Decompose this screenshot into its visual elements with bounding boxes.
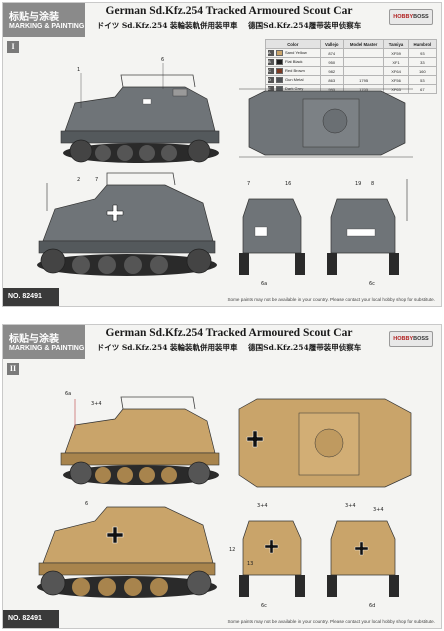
brand-logo: HOBBYBOSS <box>389 9 433 25</box>
paint-disclaimer: Some paints may not be available in your… <box>227 619 435 624</box>
rear-view <box>327 179 408 275</box>
callout-label: 8 <box>371 181 374 187</box>
title-block: German Sd.Kfz.254 Tracked Armoured Scout… <box>89 327 369 353</box>
callout-label: 6c <box>369 281 375 287</box>
vehicle-drawings-sand: 3+4 6a 6 3+4 3+4 13 12 3+4 6c 6d <box>37 391 412 609</box>
header-label-block: 标贴与涂装 MARKING & PAINTING <box>3 325 85 359</box>
callout-label: 1 <box>77 67 80 73</box>
callout-label: 2 <box>77 177 80 183</box>
callout-label: 13 <box>247 561 253 567</box>
color-swatch <box>276 59 283 65</box>
top-view <box>239 88 413 158</box>
callout-label: 19 <box>355 181 361 187</box>
scheme-number: II <box>7 363 19 375</box>
header-zh-label: 标贴与涂装 <box>9 12 59 23</box>
color-swatch <box>276 50 283 56</box>
front-view <box>239 520 305 597</box>
callout-label: 6 <box>85 501 88 507</box>
subtitle-zh: 德国Sd.Kfz.254履带装甲侦察车 <box>248 21 362 30</box>
painting-sheet-1: 标贴与涂装 MARKING & PAINTING German Sd.Kfz.2… <box>2 2 442 307</box>
header-label-block: 标贴与涂装 MARKING & PAINTING <box>3 3 85 37</box>
side-view-right <box>37 506 217 598</box>
callout-label: 7 <box>247 181 250 187</box>
vehicle-drawings-grey: 1 6 7 2 7 16 19 8 6a 6c <box>37 57 413 287</box>
callout-label: 6a <box>261 281 267 287</box>
color-name: Red Brown <box>285 68 305 74</box>
color-index-badge: D <box>268 77 274 83</box>
front-view <box>239 198 305 275</box>
subtitle-jp: ドイツ Sd.Kfz.254 装輪装軌併用装甲車 <box>96 343 238 352</box>
page-title: German Sd.Kfz.254 Tracked Armoured Scout… <box>105 5 353 17</box>
color-name: Dark Grey <box>285 86 304 92</box>
callout-label: 6d <box>369 603 375 609</box>
title-block: German Sd.Kfz.254 Tracked Armoured Scout… <box>89 5 369 31</box>
callout-label: 3+4 <box>91 401 102 407</box>
color-index-badge: C <box>268 68 274 74</box>
part-number: NO. 82491 <box>3 610 59 628</box>
paint-disclaimer: Some paints may not be available in your… <box>227 297 435 302</box>
side-view-right <box>37 172 217 276</box>
scheme-number: I <box>7 41 19 53</box>
color-name: Gun Metal <box>285 77 304 83</box>
brand-logo: HOBBYBOSS <box>389 331 433 347</box>
subtitle-line: ドイツ Sd.Kfz.254 装輪装軌併用装甲車 德国Sd.Kfz.254履带装… <box>89 342 369 353</box>
callout-label: 6a <box>65 391 71 397</box>
callout-label: 6c <box>261 603 267 609</box>
side-view-left <box>60 63 220 163</box>
callout-label: 3+4 <box>257 503 268 509</box>
rear-view <box>327 520 399 597</box>
subtitle-jp: ドイツ Sd.Kfz.254 装輪装軌併用装甲車 <box>96 21 238 30</box>
color-name: Sand Yellow <box>285 50 307 56</box>
header-en-label: MARKING & PAINTING <box>9 23 85 30</box>
header-en-label: MARKING & PAINTING <box>9 345 85 352</box>
color-table: Color Vallejo Model Master Tamiya Humbro… <box>265 39 438 94</box>
subtitle-line: ドイツ Sd.Kfz.254 装輪装軌併用装甲車 德国Sd.Kfz.254履带装… <box>89 20 369 31</box>
part-number: NO. 82491 <box>3 288 59 306</box>
callout-label: 3+4 <box>373 507 384 513</box>
painting-sheet-2: 标贴与涂装 MARKING & PAINTING German Sd.Kfz.2… <box>2 324 442 629</box>
color-swatch <box>276 68 283 74</box>
callout-label: 16 <box>285 181 291 187</box>
color-name: Flat Black <box>285 59 303 65</box>
callout-label: 7 <box>95 177 98 183</box>
header-zh-label: 标贴与涂装 <box>9 334 59 345</box>
color-swatch <box>276 77 283 83</box>
subtitle-zh: 德国Sd.Kfz.254履带装甲侦察车 <box>248 343 362 352</box>
page-title: German Sd.Kfz.254 Tracked Armoured Scout… <box>105 327 353 339</box>
callout-label: 6 <box>161 57 164 63</box>
color-index-badge: B <box>268 59 274 65</box>
color-index-badge: A <box>268 50 274 56</box>
callout-label: 3+4 <box>345 503 356 509</box>
callout-label: 12 <box>229 547 235 553</box>
top-view <box>238 398 412 488</box>
side-view-left <box>60 396 220 485</box>
